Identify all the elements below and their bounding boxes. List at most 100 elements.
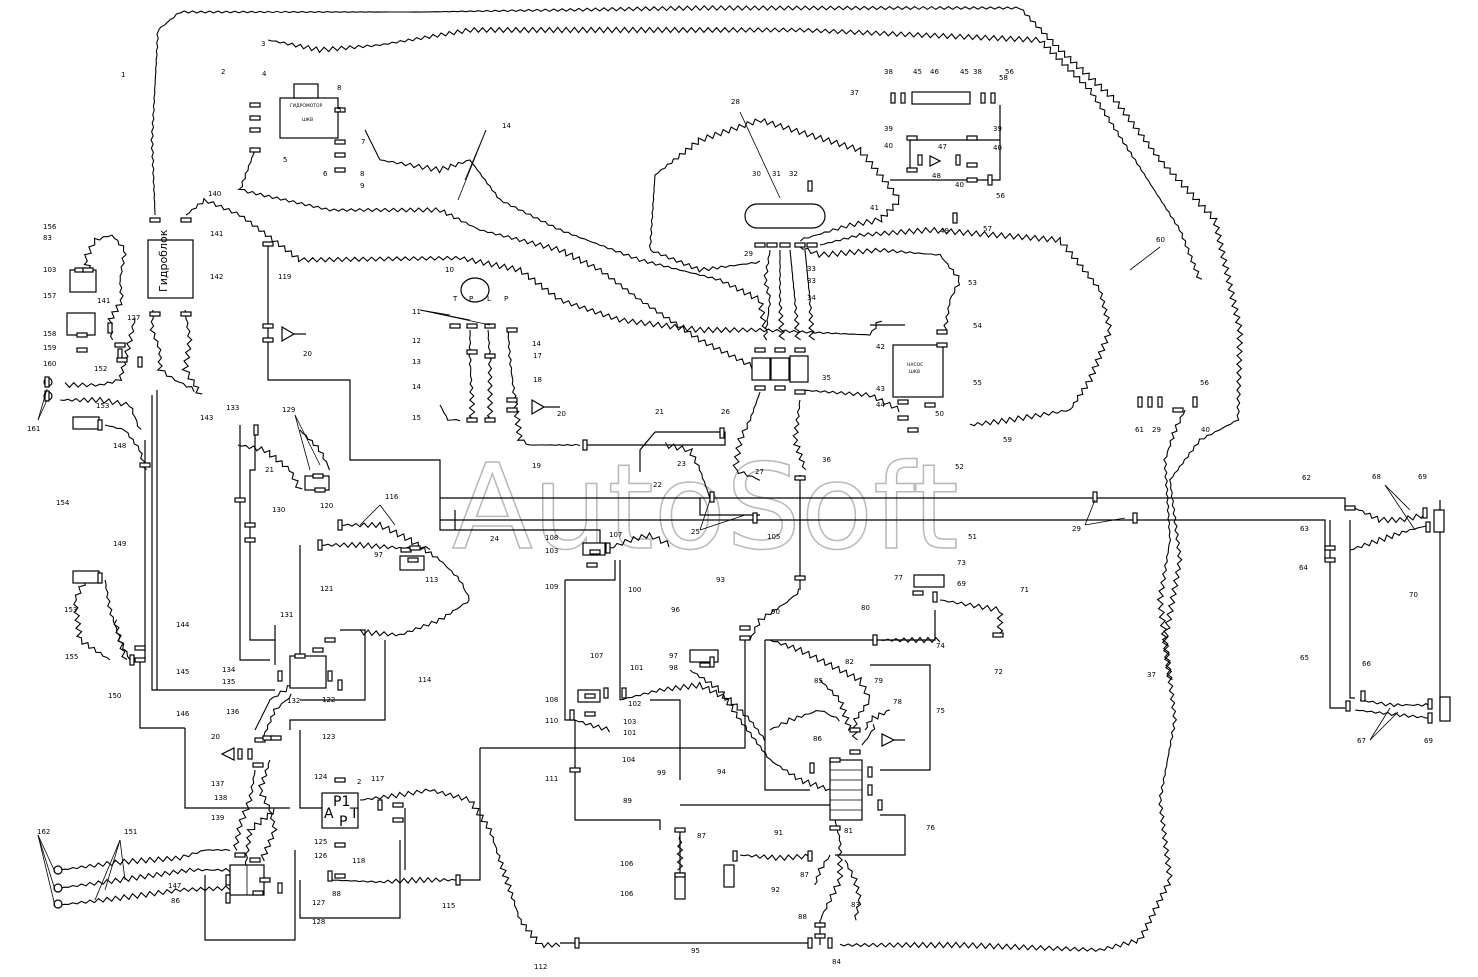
part-number-120: 120: [320, 502, 333, 510]
pipe-fitting: [569, 767, 581, 773]
hose-line: [181, 309, 203, 395]
hose-line: [185, 197, 882, 336]
part-number-86: 86: [171, 897, 180, 905]
part-number-68: 68: [1372, 473, 1381, 481]
leader-lines: [37, 111, 1416, 907]
pipe-fitting: [582, 439, 588, 451]
hose-line: [1156, 409, 1186, 681]
pipe-fitting: [829, 757, 841, 763]
part-number-103: 103: [545, 547, 558, 555]
pipe-fitting: [814, 922, 826, 928]
part-number-20: 20: [557, 410, 566, 418]
pipe-fitting: [849, 749, 861, 755]
part-number-131: 131: [280, 611, 293, 619]
part-number-61: 61: [1135, 426, 1144, 434]
pipe-fitting: [327, 870, 333, 882]
port-t-label: T: [452, 295, 458, 303]
part-number-106: 106: [620, 860, 634, 868]
part-number-116: 116: [385, 493, 399, 501]
hose-line: [665, 442, 711, 499]
pipe-fitting: [674, 872, 686, 878]
pump-block: [892, 344, 944, 398]
pipe-fitting: [324, 637, 336, 643]
cylinder-69-top: [1433, 509, 1445, 533]
part-number-35: 35: [822, 374, 831, 382]
pipe-fitting: [912, 590, 924, 596]
pipe-fitting: [277, 882, 283, 894]
pipe-fitting: [584, 711, 596, 717]
pipe-fitting: [180, 311, 192, 317]
hose-line: [486, 329, 494, 421]
pipe-fitting: [249, 857, 261, 863]
part-number-101: 101: [623, 729, 636, 737]
part-number-89: 89: [623, 797, 632, 805]
part-number-40: 40: [1201, 426, 1210, 434]
pipe-fitting: [334, 842, 346, 848]
part-number-150: 150: [108, 692, 121, 700]
pipe-fitting: [449, 323, 461, 329]
part-number-153: 153: [64, 606, 77, 614]
pipe-fitting: [897, 415, 909, 421]
part-number-126: 126: [314, 852, 328, 860]
pipe-fitting: [134, 645, 146, 651]
pipe-fitting: [924, 402, 936, 408]
part-number-145: 145: [176, 668, 189, 676]
hose-line: [237, 444, 303, 490]
pipe-fitting: [97, 419, 103, 431]
part-number-105: 105: [767, 533, 780, 541]
part-number-94: 94: [717, 768, 726, 776]
hose-line: [819, 226, 1112, 427]
part-number-46: 46: [930, 68, 939, 76]
pipe-fitting: [466, 349, 478, 355]
hose-line: [258, 759, 278, 862]
pipe-fitting: [806, 242, 818, 248]
part-number-81: 81: [844, 827, 853, 835]
pipe-fitting: [739, 635, 751, 641]
pipe-fitting: [1324, 545, 1336, 551]
cylinder-158: [66, 312, 96, 336]
hose-line: [244, 808, 275, 871]
part-number-138: 138: [214, 794, 227, 802]
fittings: [44, 92, 1433, 949]
part-number-74: 74: [936, 642, 945, 650]
hose-line: [299, 429, 331, 471]
part-number-38: 38: [884, 68, 893, 76]
pipe-fitting: [334, 777, 346, 783]
part-number-69: 69: [1418, 473, 1427, 481]
part-number-49: 49: [940, 227, 949, 235]
hose-line: [861, 723, 876, 746]
check-valve-75: [881, 733, 896, 747]
pipe-fitting: [317, 539, 323, 551]
part-number-48: 48: [932, 172, 941, 180]
hose-line: [1354, 507, 1425, 524]
pipe-fitting: [732, 850, 738, 862]
pipe-fitting: [794, 347, 806, 353]
pipe-fitting: [1427, 698, 1433, 710]
pipe-fitting: [966, 177, 978, 183]
hose-line: [1349, 524, 1431, 551]
pipe-fitting: [774, 347, 786, 353]
valve-a-label: A: [324, 806, 334, 822]
hose-line: [814, 854, 831, 886]
pipe-fitting: [327, 670, 333, 682]
pipe-fitting: [484, 417, 496, 423]
pipe-fitting: [966, 162, 978, 168]
part-number-52: 52: [955, 463, 964, 471]
pipe-fitting: [890, 92, 896, 104]
pipe-fitting: [906, 135, 918, 141]
pipe-fitting: [312, 647, 324, 653]
pipe-fitting: [1427, 712, 1433, 724]
pipe-fitting: [249, 127, 261, 133]
part-number-84: 84: [832, 958, 841, 966]
part-number-98: 98: [669, 664, 678, 672]
part-number-45: 45: [913, 68, 922, 76]
pipe-fitting: [506, 397, 518, 403]
pipe-fitting: [829, 825, 841, 831]
pipe-fitting: [1422, 507, 1428, 519]
pipe-fitting: [966, 135, 978, 141]
hose-line: [820, 819, 844, 921]
part-number-40: 40: [955, 181, 964, 189]
part-number-72: 72: [994, 668, 1003, 676]
